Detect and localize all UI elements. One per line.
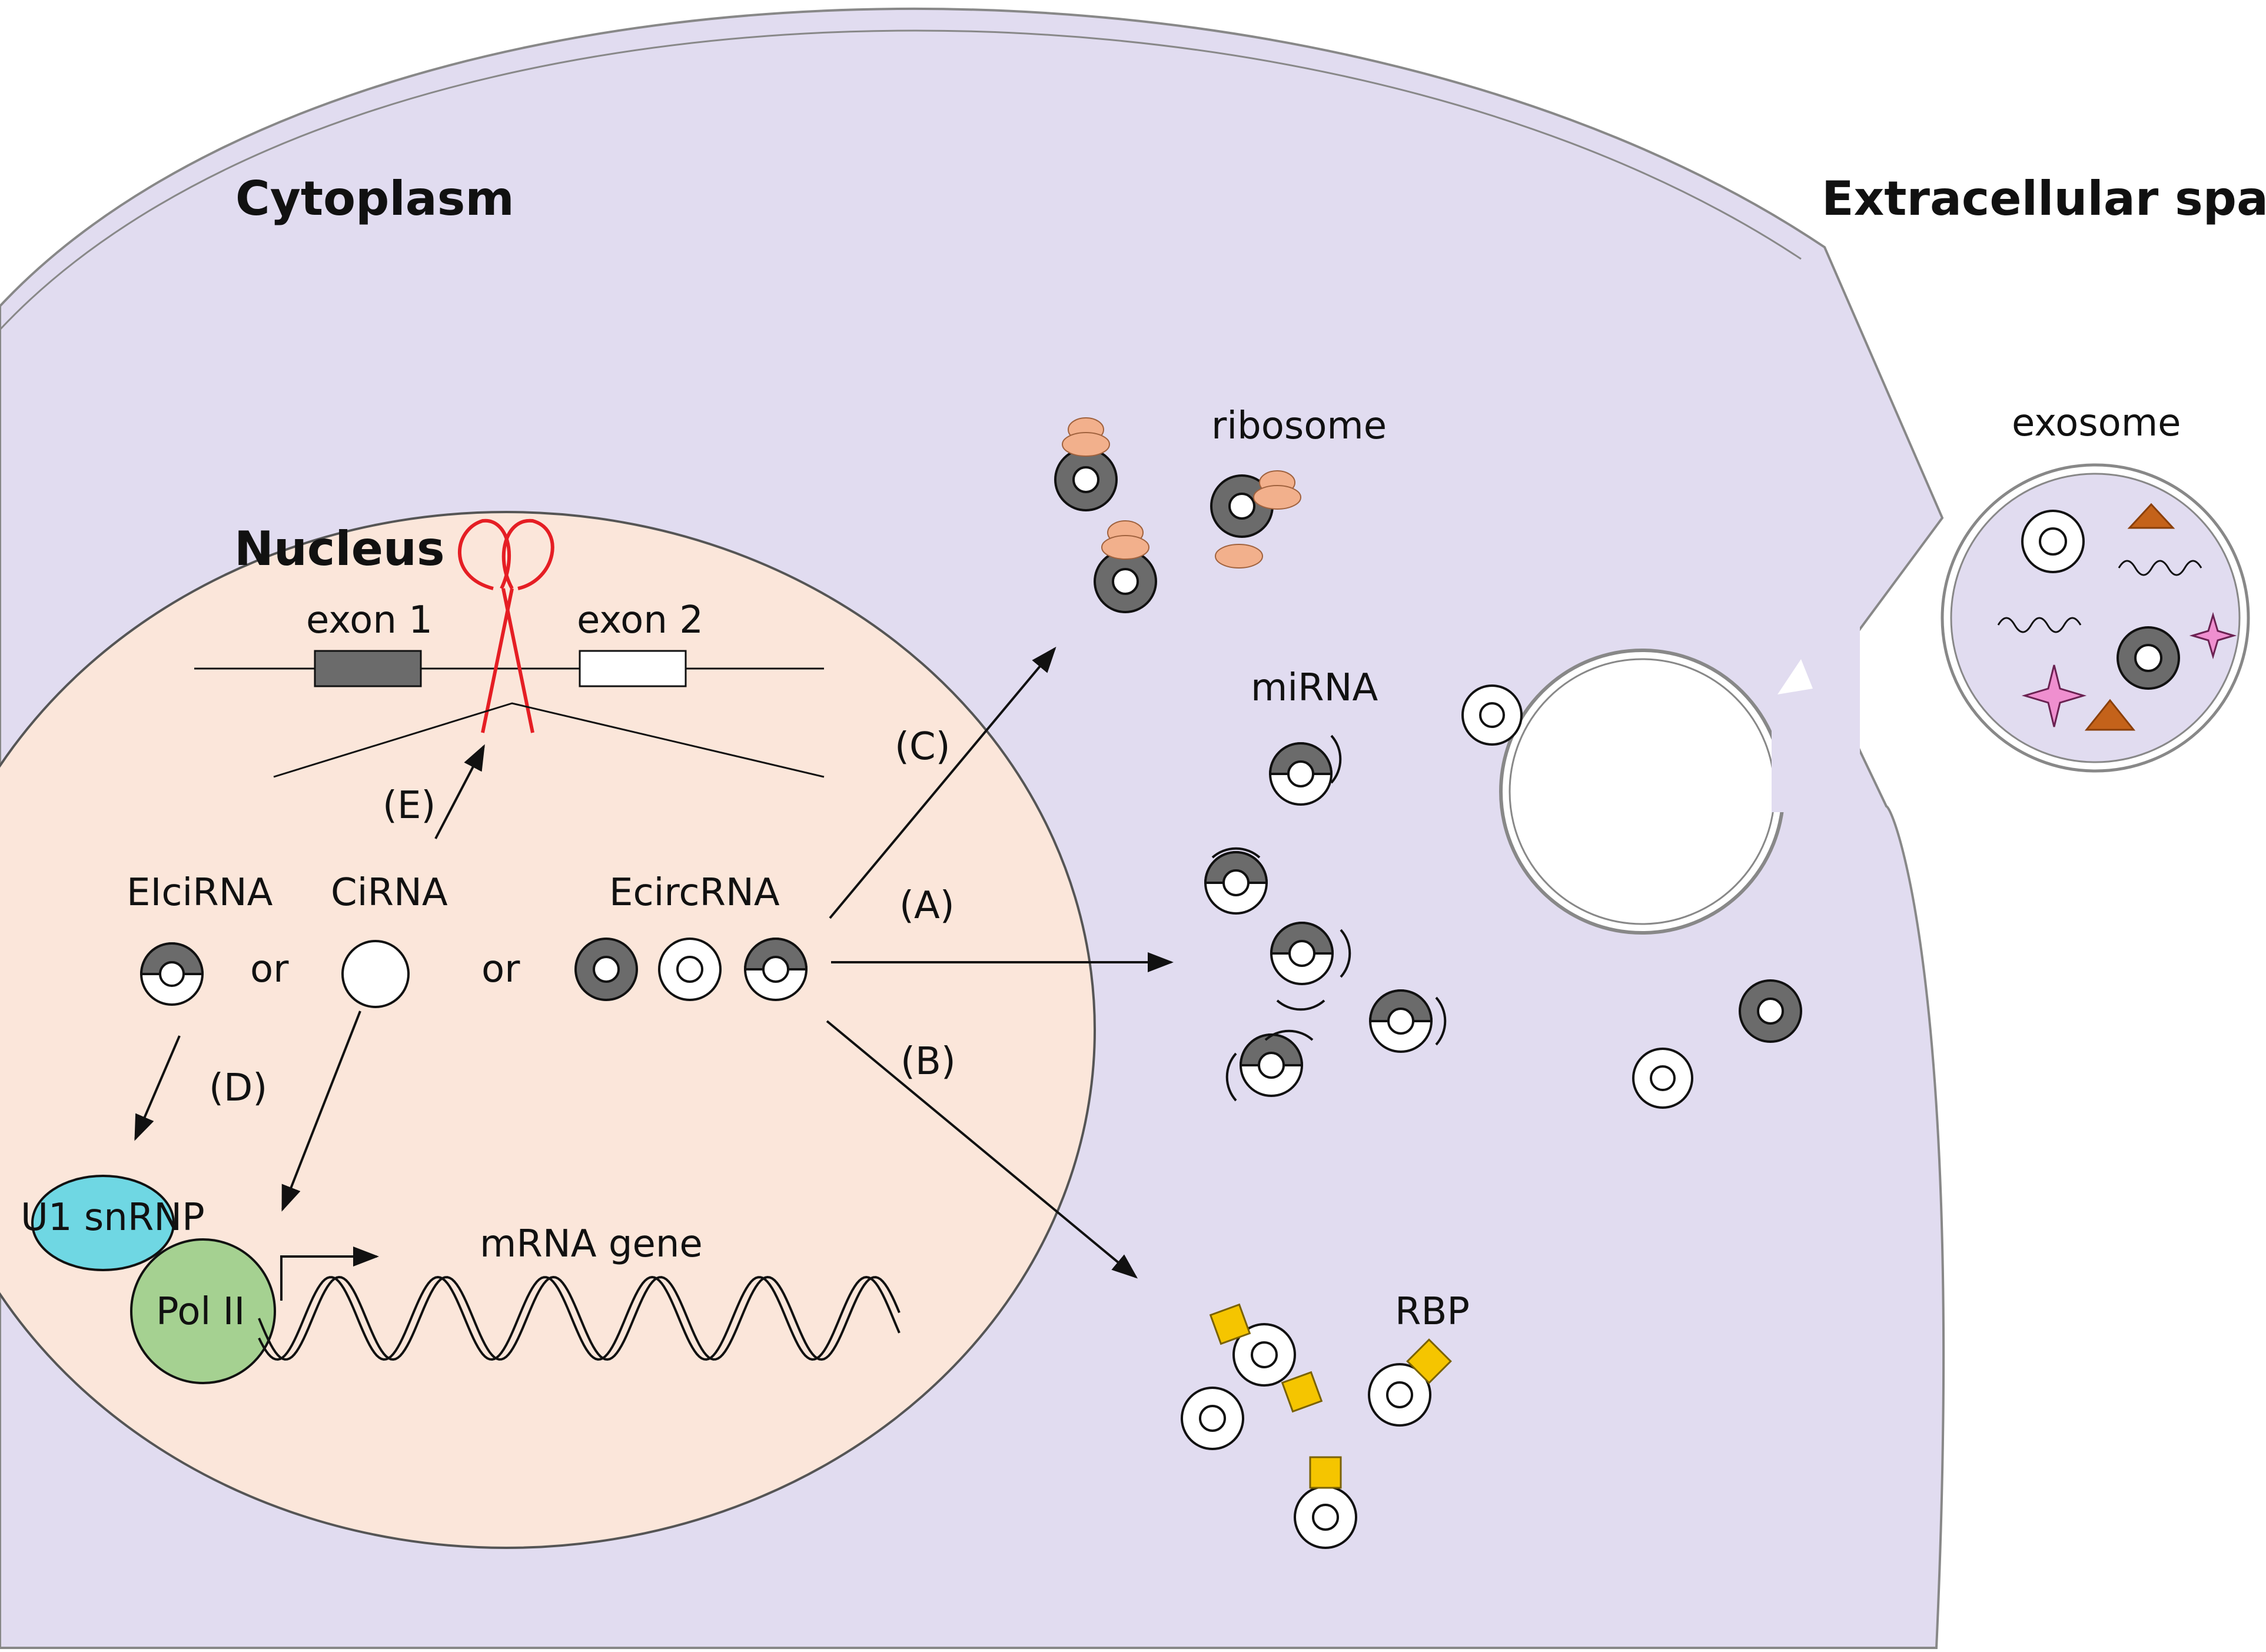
- exosome-triangle-2: [2084, 699, 2136, 731]
- path-d-label: (D): [209, 1066, 267, 1110]
- rbp-protein: [1281, 1371, 1323, 1413]
- mirna-arc: [1225, 1052, 1237, 1102]
- path-b-label: (B): [901, 1040, 956, 1083]
- ribosome-circrna-1: [1054, 448, 1118, 511]
- exosome-triangle-1: [2127, 503, 2175, 529]
- rbp-protein: [1209, 1303, 1251, 1345]
- pol-ii-icon: [130, 1238, 276, 1384]
- mirna-circrna-4: [1368, 989, 1433, 1053]
- path-e-label: (E): [383, 784, 436, 827]
- arrow-d: [134, 1035, 181, 1141]
- or-label-1: or: [250, 948, 289, 991]
- cell-membrane-inner: [0, 29, 1802, 331]
- arrow-c: [829, 646, 1056, 919]
- mirna-arc: [1330, 734, 1342, 784]
- mirna-circrna-3: [1270, 922, 1334, 985]
- ecircrna-dark-icon: [574, 938, 638, 1001]
- path-a-label: (A): [899, 884, 955, 928]
- mirna-arc: [1211, 847, 1261, 859]
- free-circrna-white-1: [1461, 684, 1523, 746]
- eicirna-icon: [139, 942, 204, 1006]
- endocytic-vesicle: [1499, 649, 1785, 935]
- mirna-label: miRNA: [1251, 666, 1378, 710]
- splice-lines: [273, 702, 825, 778]
- nucleus: [0, 511, 1096, 1549]
- exosome-star-1: [2021, 664, 2087, 727]
- ribosome-subunit: [1062, 432, 1110, 457]
- mirna-arc: [1435, 996, 1447, 1046]
- free-circrna-dark: [1739, 979, 1802, 1043]
- nucleus-label: Nucleus: [234, 521, 445, 576]
- rbp-circrna-4: [1294, 1485, 1357, 1549]
- transcription-arrow: [280, 1247, 379, 1301]
- mirna-circrna-1: [1268, 742, 1333, 806]
- exon-2: [579, 650, 687, 687]
- ribosome-subunit: [1253, 485, 1301, 510]
- path-c-label: (C): [895, 725, 951, 769]
- exosome-mrna-wave-2: [1997, 617, 2082, 633]
- mirna-arc: [1340, 929, 1351, 978]
- exon-2-label: exon 2: [577, 599, 703, 642]
- ecircrna-white-icon: [658, 938, 722, 1001]
- mirna-circrna-2: [1204, 851, 1268, 915]
- ribosome-subunit: [1101, 535, 1149, 560]
- u1-snrnp-label: U1 snRNP: [21, 1196, 205, 1239]
- mrna-gene-label: mRNA gene: [480, 1222, 703, 1266]
- scissors-icon: [458, 518, 554, 733]
- eicirna-label: EIciRNA: [127, 871, 273, 915]
- ecircrna-half-icon: [743, 938, 808, 1001]
- arrow-e: [434, 744, 485, 839]
- u1-snrnp-icon: [31, 1175, 175, 1271]
- rbp-circrna-1: [1232, 1323, 1296, 1387]
- mirna-arc: [1264, 1029, 1314, 1041]
- exon-1: [314, 650, 422, 687]
- rbp-circrna-3: [1368, 1363, 1431, 1427]
- ribosome-label: ribosome: [1211, 404, 1387, 448]
- rbp-protein: [1309, 1456, 1342, 1489]
- ribosome-subunit: [1215, 544, 1263, 569]
- ecircrna-label: EcircRNA: [609, 871, 780, 915]
- arrow-b: [826, 1020, 1138, 1279]
- rbp-protein: [1406, 1338, 1452, 1384]
- extracellular-label: Extracellular space: [1822, 171, 2266, 226]
- dna-helix: [258, 1275, 901, 1361]
- cytoplasm-label: Cytoplasm: [235, 171, 514, 226]
- exosome-star-2: [2189, 611, 2237, 660]
- ribosome-circrna-2: [1094, 550, 1157, 613]
- rbp-circrna-2: [1181, 1387, 1244, 1450]
- free-circrna-white-2: [1632, 1048, 1693, 1109]
- mirna-group: [1204, 734, 1447, 1102]
- ribosome-group: [1054, 417, 1301, 613]
- rbp-group: [1181, 1303, 1452, 1549]
- exosome-dark-circrna: [2117, 626, 2180, 690]
- cirna-label: CiRNA: [331, 871, 448, 915]
- pol-ii-label: Pol II: [156, 1290, 245, 1334]
- exosome-mrna-wave-1: [2118, 560, 2202, 576]
- arrow-cirna-pol2: [281, 1011, 361, 1212]
- exosome-label: exosome: [2012, 401, 2181, 445]
- cirna-icon: [341, 940, 410, 1008]
- exosome-white-circrna: [2021, 510, 2085, 573]
- exosome: [1941, 463, 2250, 773]
- or-label-2: or: [481, 948, 520, 991]
- exon-1-label: exon 1: [306, 599, 433, 642]
- rbp-label: RBP: [1395, 1290, 1470, 1334]
- mirna-arc: [1276, 999, 1325, 1011]
- mirna-circrna-5: [1239, 1033, 1304, 1097]
